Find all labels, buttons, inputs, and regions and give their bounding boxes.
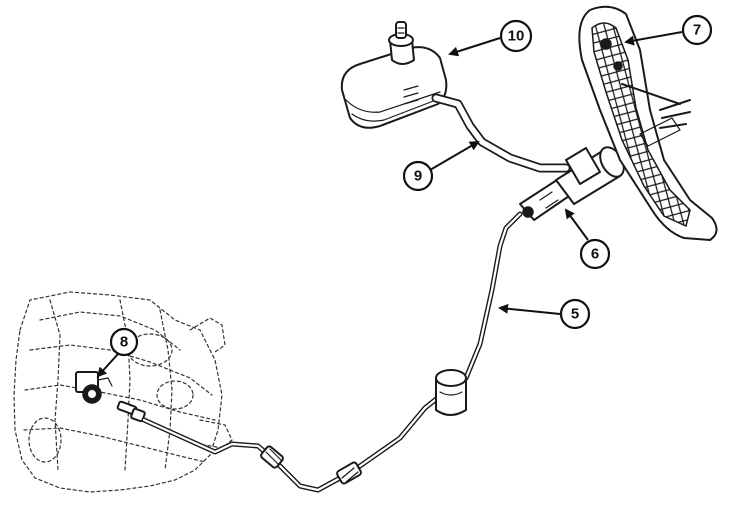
pulsation-damper — [435, 369, 467, 416]
callout-label: 9 — [414, 168, 422, 185]
callout-6: 6 — [564, 208, 611, 270]
callout-label: 7 — [693, 22, 701, 39]
master-cylinder — [519, 137, 641, 221]
clutch-pedal — [578, 5, 718, 241]
callout-7: 7 — [624, 14, 713, 46]
callout-5: 5 — [498, 298, 591, 330]
feed-hose — [431, 93, 571, 173]
callout-label: 8 — [120, 334, 128, 351]
fluid-reservoir — [340, 21, 448, 129]
callout-8: 8 — [96, 327, 139, 378]
callout-label: 5 — [571, 306, 579, 323]
gearbox — [13, 291, 233, 493]
hydraulic-pipe — [141, 211, 523, 493]
callout-10: 10 — [448, 19, 533, 57]
callout-label: 10 — [508, 28, 525, 45]
slave-cylinder — [75, 371, 146, 423]
callout-label: 6 — [591, 246, 599, 263]
callout-9: 9 — [402, 140, 480, 192]
